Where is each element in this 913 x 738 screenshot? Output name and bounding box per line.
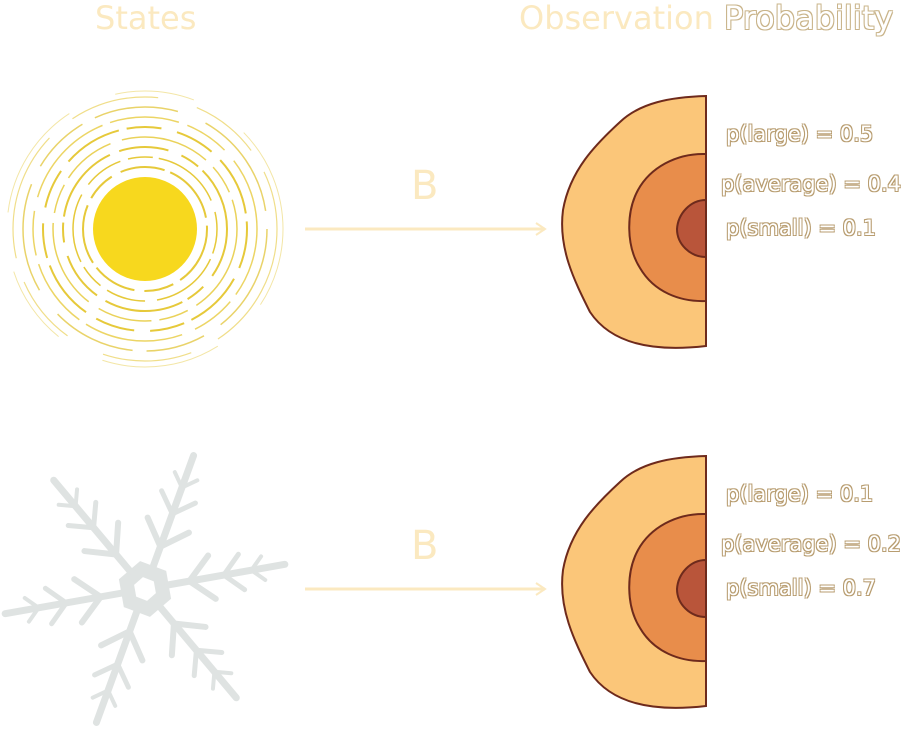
prob-small-bottom: p(small) = 0.7 — [726, 576, 876, 600]
observation-rings-bottom — [561, 454, 707, 709]
emission-label-top: B — [411, 163, 439, 209]
prob-large-bottom: p(large) = 0.1 — [726, 482, 874, 506]
prob-large-top: p(large) = 0.5 — [726, 122, 874, 146]
observation-probability-heading: Observation Probability — [519, 0, 893, 36]
snowflake-icon — [1, 452, 289, 726]
observation-rings-top — [561, 94, 707, 349]
emission-label-bottom: B — [411, 523, 439, 569]
prob-average-top: p(average) = 0.4 — [721, 172, 902, 196]
probability-heading-word: Probability — [724, 0, 894, 37]
sun-icon — [6, 90, 284, 368]
sun-core — [93, 177, 197, 281]
observation-heading-word: Observation — [519, 0, 714, 37]
prob-average-bottom: p(average) = 0.2 — [721, 532, 902, 556]
prob-small-top: p(small) = 0.1 — [726, 216, 876, 240]
states-heading: States — [95, 0, 197, 37]
